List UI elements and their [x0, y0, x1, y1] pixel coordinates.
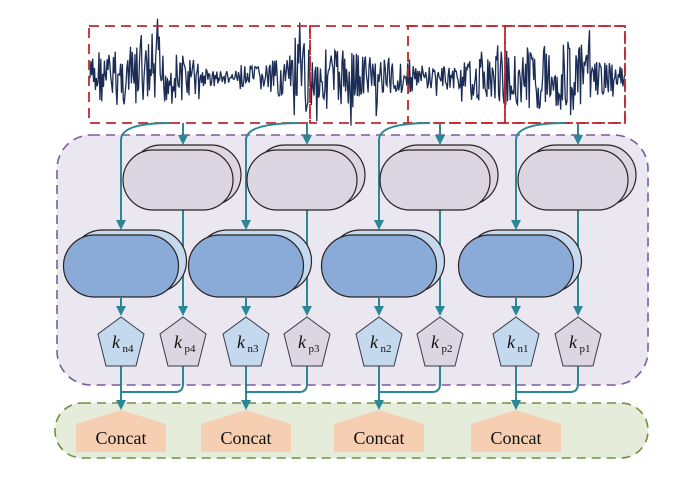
concat-block: Concat — [334, 410, 424, 452]
arrow-kp-to-concat — [379, 366, 441, 393]
kn-node-subscript: n3 — [248, 343, 260, 355]
concat-label: Concat — [221, 428, 272, 448]
arrow-kp-to-concat — [246, 366, 308, 393]
concat-label: Concat — [354, 428, 405, 448]
positive-encoder-block-front — [517, 149, 629, 211]
kp-node-shape — [416, 316, 464, 367]
kn-node-shape — [355, 316, 403, 367]
concat-label: Concat — [491, 428, 542, 448]
positive-encoder-block-front — [122, 149, 234, 211]
concat-block: Concat — [471, 410, 561, 452]
positive-encoder-block — [517, 144, 637, 211]
arrow-kp-to-concat — [516, 366, 579, 393]
concat-block: Concat — [76, 410, 166, 452]
arrow-to-negative-encoder — [511, 122, 566, 230]
kp-node-subscript: p3 — [309, 343, 321, 355]
kp-node-subscript: p4 — [185, 343, 197, 355]
kn-node-label: k — [237, 332, 246, 352]
negative-encoder-block-front — [457, 234, 575, 298]
negative-encoder-block — [457, 229, 583, 298]
signal-waveform — [89, 18, 626, 126]
kp-node-shape — [554, 316, 602, 367]
kn-node-shape — [222, 316, 270, 367]
kp-node-subscript: p1 — [580, 343, 591, 355]
arrow-to-negative-encoder — [241, 122, 301, 230]
concat-label: Concat — [96, 428, 147, 448]
kn-node-subscript: n1 — [518, 343, 529, 355]
kn-node-label: k — [370, 332, 379, 352]
negative-encoder-block — [320, 229, 446, 298]
concat-shape — [76, 410, 166, 452]
kn-node-shape — [492, 316, 540, 367]
positive-encoder-block-front — [246, 149, 358, 211]
kp-node-shape — [283, 316, 331, 367]
positive-encoder-block-front — [379, 149, 491, 211]
positive-encoder-block — [246, 144, 366, 211]
positive-encoder-block — [122, 144, 242, 211]
positive-encoder-block — [379, 144, 499, 211]
negative-encoder-block-front — [320, 234, 438, 298]
arrow-kp-to-concat — [121, 366, 184, 393]
kp-node-label: k — [431, 332, 440, 352]
kn-node-label: k — [507, 332, 516, 352]
concat-shape — [471, 410, 561, 452]
kp-node-shape — [159, 316, 207, 367]
arrow-to-negative-encoder — [374, 122, 431, 230]
negative-encoder-block — [187, 229, 313, 298]
kp-node-label: k — [298, 332, 307, 352]
concat-shape — [201, 410, 291, 452]
negative-encoder-block-front — [187, 234, 305, 298]
negative-encoder-block-front — [62, 234, 180, 298]
negative-encoder-block — [62, 229, 188, 298]
concat-shape — [334, 410, 424, 452]
kp-node-label: k — [174, 332, 183, 352]
arrow-to-negative-encoder — [116, 122, 171, 230]
kp-node-subscript: p2 — [442, 343, 453, 355]
kp-node-label: k — [569, 332, 578, 352]
kn-node-shape — [97, 316, 145, 367]
kn-node-subscript: n2 — [381, 343, 392, 355]
kn-node-subscript: n4 — [123, 343, 135, 355]
kn-node-label: k — [112, 332, 121, 352]
concat-block: Concat — [201, 410, 291, 452]
